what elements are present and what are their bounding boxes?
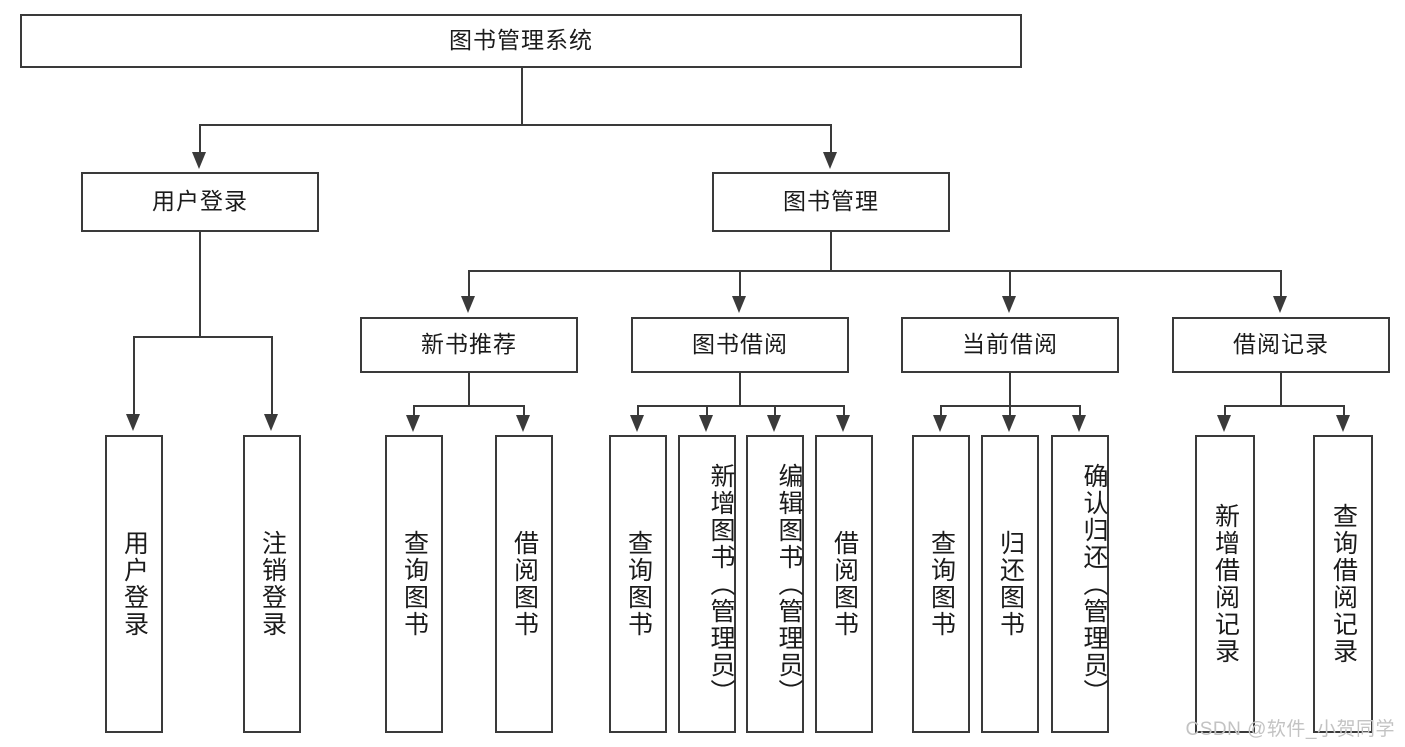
node-label: 查询图书 [927, 530, 956, 638]
leaf-logout-login[interactable]: 注销登录 [243, 435, 301, 733]
connector-root-to-user-login [199, 124, 201, 154]
arrowhead-bb-leaf-0 [630, 415, 644, 432]
node-label: 编辑图书（管理员） [775, 462, 803, 706]
connector-book-management-stem [830, 232, 832, 270]
node-label: 新书推荐 [421, 331, 517, 358]
arrowhead-bb-leaf-2 [767, 415, 781, 432]
connector-book-borrow-bus [637, 405, 843, 407]
node-book-management[interactable]: 图书管理 [712, 172, 950, 232]
node-user-login[interactable]: 用户登录 [81, 172, 319, 232]
node-label: 当前借阅 [962, 331, 1058, 358]
arrowhead-bb-leaf-3 [836, 415, 850, 432]
node-book-borrow[interactable]: 图书借阅 [631, 317, 849, 373]
connector-br-to-leaf-0 [1224, 405, 1226, 417]
arrowhead-new-book-leaf-0 [406, 415, 420, 432]
connector-cb-to-leaf-0 [940, 405, 942, 417]
leaf-borrow-book-1[interactable]: 借阅图书 [495, 435, 553, 733]
arrowhead-br-leaf-1 [1336, 415, 1350, 432]
node-current-borrow[interactable]: 当前借阅 [901, 317, 1119, 373]
arrowhead-user-login-leaf-0 [126, 414, 140, 431]
connector-new-book-to-leaf-0 [413, 405, 415, 417]
connector-current-borrow-stem [1009, 373, 1011, 405]
leaf-query-book-1[interactable]: 查询图书 [385, 435, 443, 733]
connector-book-borrow-stem [739, 373, 741, 405]
connector-bb-to-leaf-1 [706, 405, 708, 417]
leaf-query-book-2[interactable]: 查询图书 [609, 435, 667, 733]
connector-bb-to-leaf-0 [637, 405, 639, 417]
connector-bm-to-borrow-record [1280, 270, 1282, 298]
connector-root-bus [199, 124, 831, 126]
leaf-user-login[interactable]: 用户登录 [105, 435, 163, 733]
connector-bm-to-book-borrow [739, 270, 741, 298]
connector-br-to-leaf-1 [1343, 405, 1345, 417]
node-label: 图书管理系统 [449, 27, 593, 54]
leaf-borrow-book-2[interactable]: 借阅图书 [815, 435, 873, 733]
arrowhead-br-leaf-0 [1217, 415, 1231, 432]
arrowhead-cb-leaf-2 [1072, 415, 1086, 432]
node-label: 图书管理 [783, 188, 879, 215]
arrowhead-user-login-leaf-1 [264, 414, 278, 431]
connector-book-management-bus [468, 270, 1280, 272]
node-label: 借阅图书 [510, 530, 539, 638]
node-label: 归还图书 [996, 530, 1025, 638]
connector-user-login-to-leaf-1 [271, 336, 273, 416]
node-label: 图书借阅 [692, 331, 788, 358]
arrowhead-root-to-user-login [192, 152, 206, 169]
connector-bb-to-leaf-3 [843, 405, 845, 417]
arrowhead-new-book-leaf-1 [516, 415, 530, 432]
node-label: 新增图书（管理员） [707, 462, 735, 706]
leaf-confirm-return[interactable]: 确认归还（管理员） [1051, 435, 1109, 733]
node-label: 注销登录 [258, 530, 287, 638]
arrowhead-cb-leaf-0 [933, 415, 947, 432]
arrowhead-root-to-book-management [823, 152, 837, 169]
connector-cb-to-leaf-2 [1079, 405, 1081, 417]
node-new-book-recommend[interactable]: 新书推荐 [360, 317, 578, 373]
connector-borrow-record-stem [1280, 373, 1282, 405]
arrowhead-cb-leaf-1 [1002, 415, 1016, 432]
leaf-query-record[interactable]: 查询借阅记录 [1313, 435, 1373, 733]
connector-bm-to-new-book [468, 270, 470, 298]
leaf-add-book[interactable]: 新增图书（管理员） [678, 435, 736, 733]
node-label: 用户登录 [120, 530, 149, 638]
node-label: 查询图书 [624, 530, 653, 638]
arrowhead-bb-leaf-1 [699, 415, 713, 432]
node-borrow-record[interactable]: 借阅记录 [1172, 317, 1390, 373]
node-root-system[interactable]: 图书管理系统 [20, 14, 1022, 68]
connector-root-stem [521, 68, 523, 124]
arrowhead-bm-new-book [461, 296, 475, 313]
connector-user-login-bus [133, 336, 272, 338]
connector-cb-to-leaf-1 [1009, 405, 1011, 417]
connector-new-book-to-leaf-1 [523, 405, 525, 417]
node-label: 查询图书 [400, 530, 429, 638]
leaf-query-book-3[interactable]: 查询图书 [912, 435, 970, 733]
node-label: 借阅图书 [830, 530, 859, 638]
connector-user-login-stem [199, 232, 201, 336]
connector-user-login-to-leaf-0 [133, 336, 135, 416]
watermark-text: CSDN @软件_小贺同学 [1185, 719, 1395, 740]
arrowhead-bm-borrow-record [1273, 296, 1287, 313]
node-label: 新增借阅记录 [1211, 503, 1240, 665]
node-label: 查询借阅记录 [1329, 503, 1358, 665]
arrowhead-bm-book-borrow [732, 296, 746, 313]
connector-bb-to-leaf-2 [774, 405, 776, 417]
leaf-add-record[interactable]: 新增借阅记录 [1195, 435, 1255, 733]
node-label: 用户登录 [152, 188, 248, 215]
connector-bm-to-current-borrow [1009, 270, 1011, 298]
leaf-return-book[interactable]: 归还图书 [981, 435, 1039, 733]
node-label: 借阅记录 [1233, 331, 1329, 358]
leaf-edit-book[interactable]: 编辑图书（管理员） [746, 435, 804, 733]
connector-root-to-book-management [830, 124, 832, 154]
connector-new-book-stem [468, 373, 470, 405]
arrowhead-bm-current-borrow [1002, 296, 1016, 313]
connector-borrow-record-bus [1224, 405, 1343, 407]
node-label: 确认归还（管理员） [1080, 462, 1108, 706]
connector-new-book-bus [413, 405, 523, 407]
